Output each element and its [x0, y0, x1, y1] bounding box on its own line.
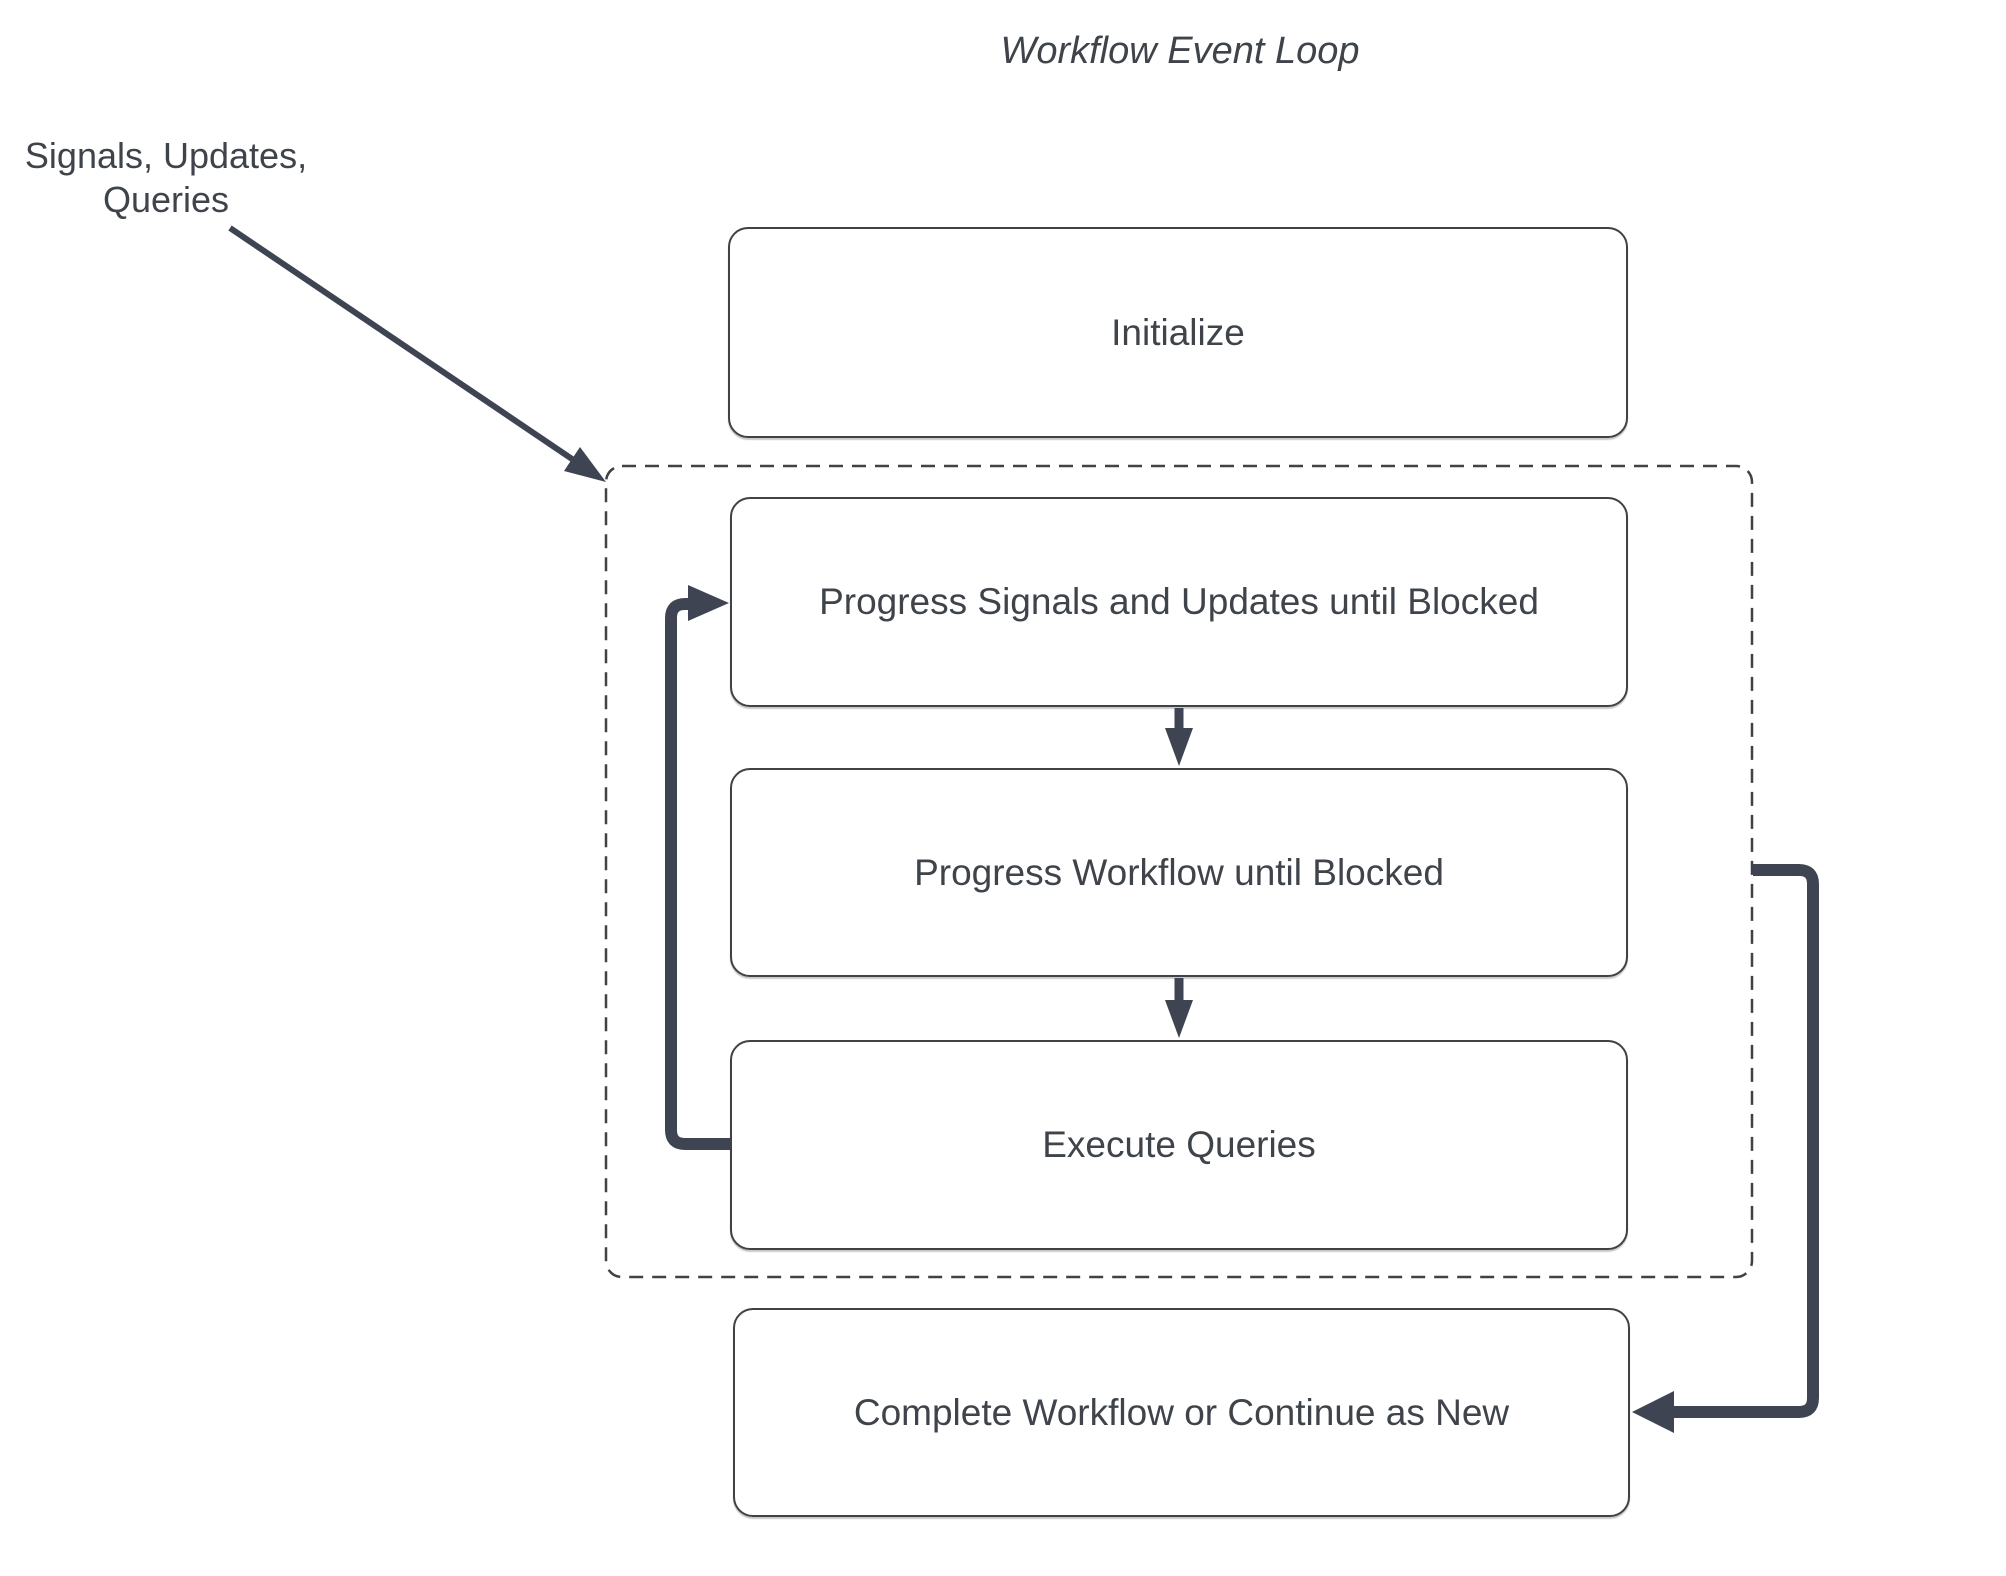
annotation-line-2: Queries: [102, 178, 230, 220]
node-complete-label: Complete Workflow or Continue as New: [853, 1391, 1510, 1433]
node-execute-queries-label: Execute Queries: [1042, 1124, 1316, 1165]
annotation-line-1: Signals, Updates,: [24, 135, 308, 176]
node-progress-workflow: Progress Workflow until Blocked: [730, 768, 1628, 977]
node-progress-signals: Progress Signals and Updates until Block…: [730, 497, 1628, 707]
node-initialize-label: Initialize: [1111, 311, 1245, 353]
signals-updates-queries-annotation: Signals, Updates, Queries: [20, 134, 312, 222]
annotation-arrow: [228, 225, 606, 482]
node-execute-queries: Execute Queries: [730, 1040, 1628, 1250]
node-progress-workflow-label: Progress Workflow until Blocked: [914, 851, 1444, 893]
diagram-title: Workflow Event Loop: [1000, 30, 1360, 72]
node-progress-signals-label: Progress Signals and Updates until Block…: [819, 581, 1539, 622]
node-initialize: Initialize: [728, 227, 1628, 438]
node-complete: Complete Workflow or Continue as New: [733, 1308, 1630, 1517]
